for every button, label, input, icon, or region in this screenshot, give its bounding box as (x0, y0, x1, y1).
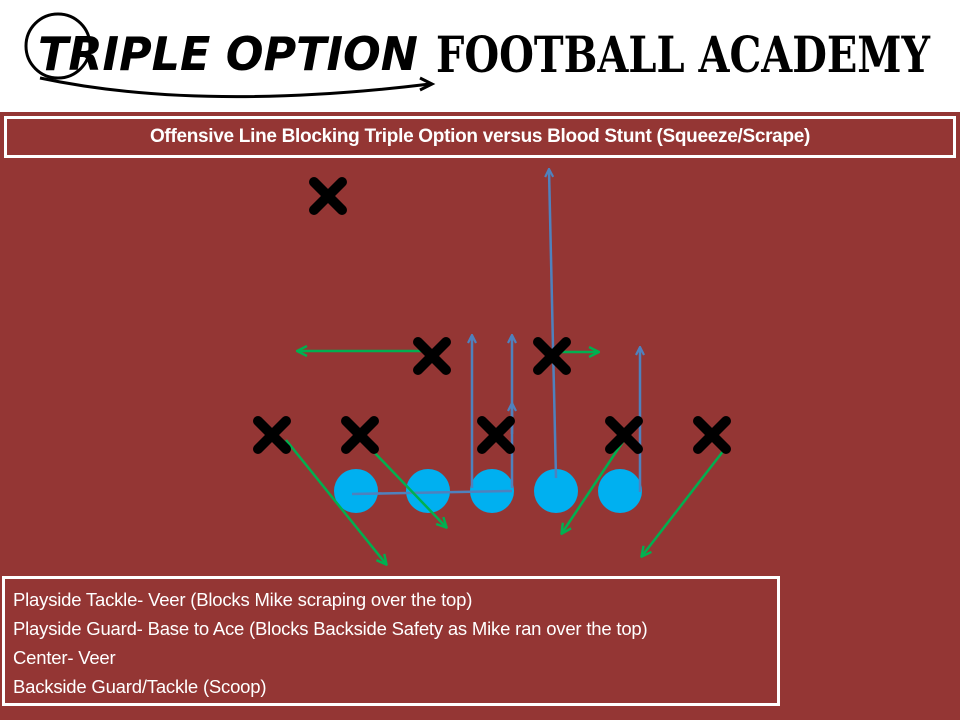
route-arrow-icon (549, 170, 558, 479)
offensive-lineman-circle-icon (406, 469, 450, 513)
green-routes (285, 351, 725, 564)
logo-right-text: FOOTBALL ACADEMY (436, 25, 931, 84)
scoop-base-line (351, 489, 513, 496)
offensive-line (334, 469, 642, 513)
route-arrow-icon (371, 449, 446, 527)
defender-x-icon (341, 416, 379, 454)
defender-x-icon (253, 416, 291, 454)
logo-left-text: TRIPLE OPTION (38, 27, 418, 81)
defender-x-icon (533, 337, 571, 375)
offensive-lineman-circle-icon (334, 469, 378, 513)
defender-x-icon (309, 177, 347, 215)
note-playside-guard: Playside Guard- Base to Ace (Blocks Back… (13, 618, 648, 639)
logo: TRIPLE OPTION FOOTBALL ACADEMY (24, 12, 931, 99)
logo-swoosh-arrow-icon (419, 76, 436, 92)
defender-x-icon (413, 337, 451, 375)
title-bar: Offensive Line Blocking Triple Option ve… (4, 116, 956, 158)
note-backside: Backside Guard/Tackle (Scoop) (13, 676, 267, 697)
diagram-title: Offensive Line Blocking Triple Option ve… (149, 126, 811, 147)
route-arrow-icon (562, 439, 626, 533)
defender-x-icon (605, 416, 643, 454)
defender-x-icon (477, 416, 515, 454)
note-playside-tackle: Playside Tackle- Veer (Blocks Mike scrap… (13, 589, 473, 610)
blue-routes (351, 170, 640, 496)
route-arrow-icon (285, 439, 386, 564)
logo-ring-icon (24, 12, 92, 80)
header: TRIPLE OPTION FOOTBALL ACADEMY (0, 0, 960, 112)
notes-box: Playside Tackle- Veer (Blocks Mike scrap… (2, 576, 780, 706)
note-center: Center- Veer (13, 647, 116, 668)
offensive-lineman-circle-icon (534, 469, 578, 513)
defender-x-icon (693, 416, 731, 454)
offensive-lineman-circle-icon (598, 469, 642, 513)
defense (253, 177, 731, 454)
logo-swoosh-icon (39, 76, 431, 99)
route-arrow-icon (642, 449, 725, 556)
